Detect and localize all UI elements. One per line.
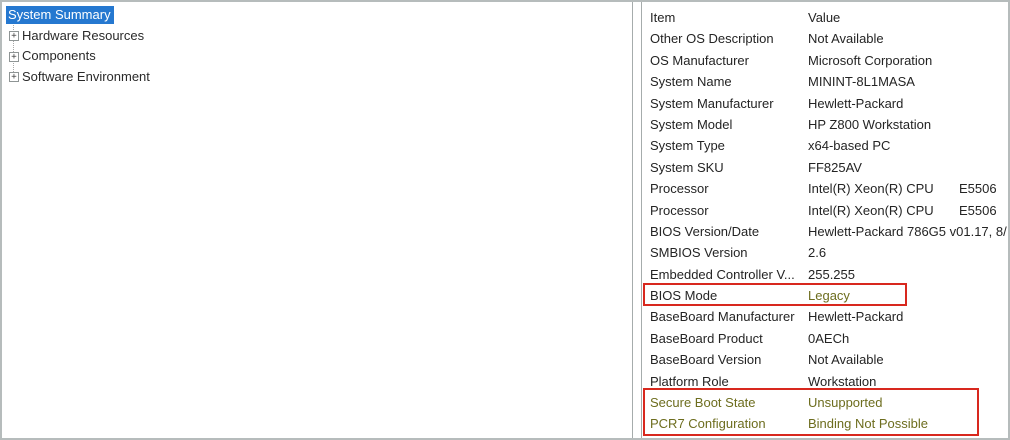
value-cell: Not Available xyxy=(808,31,884,47)
item-cell: Secure Boot State xyxy=(650,395,756,411)
value-cell: FF825AV xyxy=(808,159,862,175)
item-cell: System SKU xyxy=(650,159,724,175)
value-cell: x64-based PC xyxy=(808,138,891,154)
table-row[interactable]: Secure Boot State Unsupported xyxy=(650,392,1008,413)
value-cell: Not Available xyxy=(808,352,884,368)
item-cell: Processor xyxy=(650,202,709,218)
tree-item-hardware-resources[interactable]: +Hardware Resources xyxy=(2,26,632,47)
value-cell: 255.255 xyxy=(808,266,855,282)
value-cell: Workstation xyxy=(808,373,877,389)
tree-item-software-environment[interactable]: +Software Environment xyxy=(2,67,632,88)
column-header-value[interactable]: Value xyxy=(808,10,841,25)
expand-plus-icon[interactable]: + xyxy=(9,51,19,62)
item-cell: System Type xyxy=(650,138,725,154)
item-cell: BIOS Version/Date xyxy=(650,223,760,239)
table-row[interactable]: BIOS Version/Date Hewlett-Packard 786G5 v… xyxy=(650,221,1008,242)
item-cell: PCR7 Configuration xyxy=(650,416,766,432)
category-tree: System Summary+Hardware Resources+Compon… xyxy=(2,5,632,87)
tree-item-system-summary[interactable]: System Summary xyxy=(2,5,632,26)
table-row[interactable]: BIOS Mode Legacy xyxy=(650,285,1008,306)
table-row[interactable]: BaseBoard Manufacturer Hewlett-Packard xyxy=(650,306,1008,327)
tree-item-label: Hardware Resources xyxy=(22,27,145,43)
table-row[interactable]: System Type x64-based PC xyxy=(650,135,1008,156)
item-cell: OS Manufacturer xyxy=(650,52,749,68)
table-row[interactable]: Embedded Controller V... 255.255 xyxy=(650,264,1008,285)
table-row[interactable]: SMBIOS Version 2.6 xyxy=(650,242,1008,263)
item-cell: BIOS Mode xyxy=(650,288,718,304)
value-cell: Hewlett-Packard xyxy=(808,309,904,325)
item-cell: Embedded Controller V... xyxy=(650,266,795,282)
item-cell: BaseBoard Product xyxy=(650,330,763,346)
table-row[interactable]: System SKU FF825AV xyxy=(650,157,1008,178)
table-row[interactable]: BaseBoard Version Not Available xyxy=(650,349,1008,370)
value-cell: HP Z800 Workstation xyxy=(808,116,932,132)
item-cell: SMBIOS Version xyxy=(650,245,748,261)
tree-item-label: System Summary xyxy=(6,6,114,24)
item-cell: System Name xyxy=(650,74,732,90)
expand-plus-icon[interactable]: + xyxy=(9,31,19,42)
column-header-item[interactable]: Item xyxy=(650,10,676,25)
item-cell: BaseBoard Version xyxy=(650,352,762,368)
table-row[interactable]: System Name MININT-8L1MASA xyxy=(650,71,1008,92)
tree-item-label: Software Environment xyxy=(22,68,150,84)
item-cell: BaseBoard Manufacturer xyxy=(650,309,795,325)
table-row[interactable]: BaseBoard Product 0AECh xyxy=(650,328,1008,349)
tree-item-label: Components xyxy=(22,48,96,64)
table-row[interactable]: System Model HP Z800 Workstation xyxy=(650,114,1008,135)
table-row[interactable]: OS Manufacturer Microsoft Corporation xyxy=(650,50,1008,71)
value-cell: Microsoft Corporation xyxy=(808,52,933,68)
table-row[interactable]: Platform Role Workstation xyxy=(650,371,1008,392)
value-cell: Hewlett-Packard xyxy=(808,95,904,111)
category-tree-pane: System Summary+Hardware Resources+Compon… xyxy=(2,2,633,438)
tree-item-components[interactable]: +Components xyxy=(2,46,632,67)
item-cell: Platform Role xyxy=(650,373,729,389)
expand-plus-icon[interactable]: + xyxy=(9,72,19,83)
item-cell: Other OS Description xyxy=(650,31,774,47)
value-cell: 0AECh xyxy=(808,330,850,346)
value-cell: Hewlett-Packard 786G5 v01.17, 8/ xyxy=(808,223,1007,239)
value-cell: Legacy xyxy=(808,288,850,304)
value-cell: MININT-8L1MASA xyxy=(808,74,915,90)
value-cell: Intel(R) Xeon(R) CPU E5506 xyxy=(808,181,997,197)
table-row[interactable]: PCR7 Configuration Binding Not Possible xyxy=(650,413,1008,434)
value-cell: Unsupported xyxy=(808,395,883,411)
table-row[interactable]: System Manufacturer Hewlett-Packard xyxy=(650,93,1008,114)
value-cell: Binding Not Possible xyxy=(808,416,928,432)
table-row[interactable]: Other OS Description Not Available xyxy=(650,28,1008,49)
item-cell: System Model xyxy=(650,116,733,132)
details-header-row: Item Value xyxy=(650,7,1008,28)
item-cell: Processor xyxy=(650,181,709,197)
table-row[interactable]: Processor Intel(R) Xeon(R) CPU E5506 xyxy=(650,178,1008,199)
table-row[interactable]: Processor Intel(R) Xeon(R) CPU E5506 xyxy=(650,200,1008,221)
item-cell: System Manufacturer xyxy=(650,95,774,111)
value-cell: Intel(R) Xeon(R) CPU E5506 xyxy=(808,202,997,218)
value-cell: 2.6 xyxy=(808,245,827,261)
